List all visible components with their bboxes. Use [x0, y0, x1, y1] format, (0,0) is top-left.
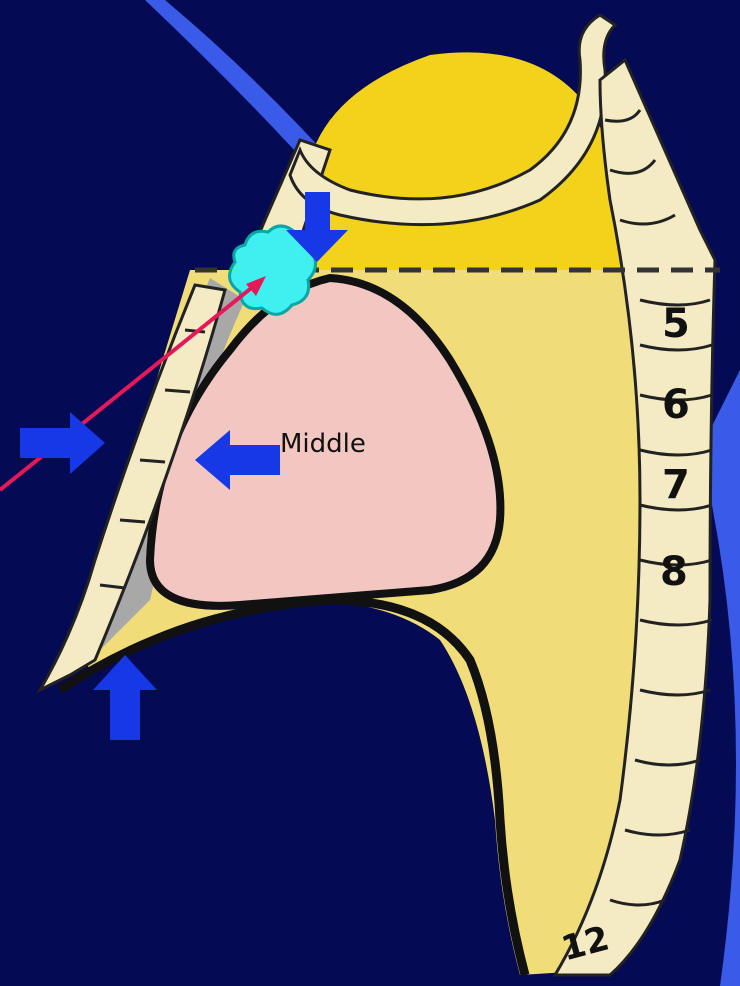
- vertebra-label-5: 5: [662, 301, 690, 347]
- middle-region-label: Middle: [280, 429, 366, 459]
- vertebra-label-8: 8: [660, 549, 688, 595]
- vertebra-label-6: 6: [662, 382, 690, 428]
- vertebra-label-7: 7: [662, 462, 690, 508]
